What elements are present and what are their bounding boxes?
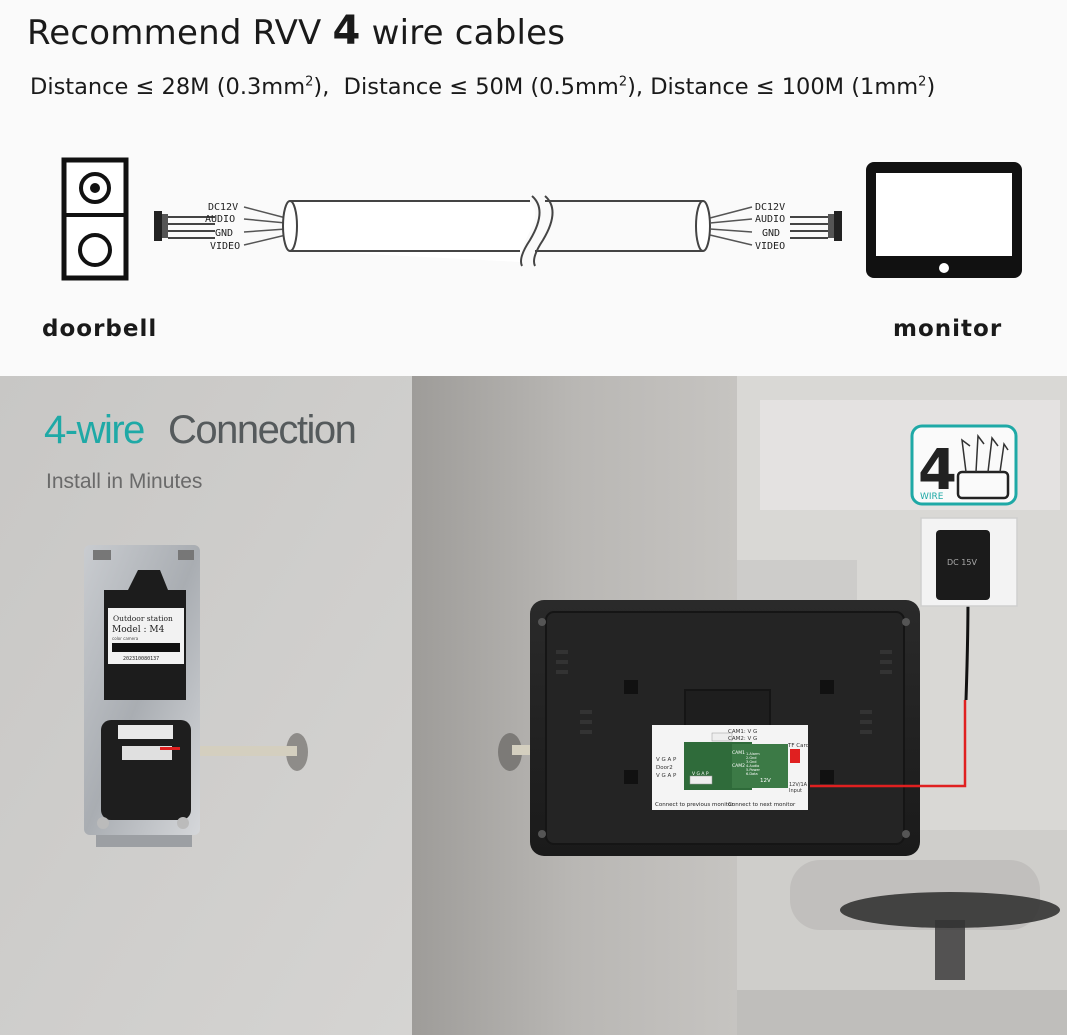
headline-main: Connection bbox=[168, 408, 357, 452]
distance-specs: Distance ≤ 28M (0.3mm2), Distance ≤ 50M … bbox=[30, 74, 936, 100]
doorbell-caption: doorbell bbox=[42, 316, 158, 342]
power-outlet: DC 15V bbox=[920, 517, 1018, 607]
title-number: 4 bbox=[332, 8, 361, 54]
connection-board: CAM1: V G CAM2: V G CAM1 TF Card V G A P… bbox=[652, 725, 809, 810]
title-suffix: wire cables bbox=[371, 13, 566, 53]
wire-label-right-2: GND bbox=[762, 228, 780, 239]
board-cam2-port: CAM2 bbox=[732, 763, 745, 769]
board-next-monitor: Connect to next monitor bbox=[728, 802, 796, 808]
wire-label-right-0: DC12V bbox=[755, 202, 785, 213]
board-power-12v: 12V bbox=[760, 778, 771, 784]
monitor-caption: monitor bbox=[893, 316, 1003, 342]
wire-label-right-3: VIDEO bbox=[755, 241, 785, 252]
doorbell-back-plate bbox=[84, 545, 200, 847]
right-wall-hole bbox=[498, 733, 522, 771]
distance-spec-2: Distance ≤ 50M (0.5mm2) bbox=[343, 74, 636, 100]
barcode bbox=[112, 643, 180, 652]
installation-scene: Outdoor station Model : M4 color camera … bbox=[0, 376, 1067, 1035]
right-connector-icon bbox=[790, 211, 842, 241]
sticker-line-2: Model : M4 bbox=[112, 625, 165, 635]
doorbell-icon bbox=[61, 157, 129, 281]
wiring-diagram: DC12V AUDIO GND VIDEO DC12V AUDIO GND VI… bbox=[61, 157, 1022, 281]
board-tf-card: TF Card bbox=[787, 743, 809, 749]
installation-photo: Outdoor station Model : M4 color camera … bbox=[0, 376, 1067, 1035]
distance-spec-3: Distance ≤ 100M (1mm2) bbox=[650, 74, 936, 100]
badge-text: WIRE bbox=[920, 492, 944, 502]
wire-label-left-1: AUDIO bbox=[205, 214, 235, 225]
title-prefix: Recommend RVV bbox=[27, 13, 322, 53]
left-wire-fan bbox=[243, 206, 287, 246]
coffee-table bbox=[840, 892, 1060, 928]
badge-number: 4 bbox=[918, 438, 957, 503]
wire-label-right-1: AUDIO bbox=[755, 214, 785, 225]
distance-spec-1: Distance ≤ 28M (0.3mm2) bbox=[30, 74, 323, 100]
cable-icon bbox=[282, 195, 711, 267]
wire-label-left-0: DC12V bbox=[208, 202, 238, 213]
board-mid-pins: V G A P bbox=[692, 771, 709, 777]
cable-diagram-panel: Recommend RVV 4 wire cables Distance ≤ 2… bbox=[0, 0, 1067, 376]
wire-label-left-2: GND bbox=[215, 228, 233, 239]
monitor-icon bbox=[866, 162, 1022, 278]
board-cam1: CAM1: V G bbox=[728, 729, 757, 735]
board-cam1-port: CAM1 bbox=[732, 750, 745, 756]
sticker-serial: 202310080137 bbox=[123, 656, 159, 662]
board-prev-monitor: Connect to previous monitor bbox=[655, 802, 734, 808]
left-connector-icon bbox=[154, 211, 215, 241]
wire-strands-icon bbox=[961, 433, 1009, 473]
board-cam2: CAM2: V G bbox=[728, 736, 757, 742]
cable-left bbox=[175, 746, 297, 756]
sticker-line-3: color camera bbox=[112, 636, 139, 641]
wire-label-left-3: VIDEO bbox=[210, 241, 240, 252]
board-left-pins: V G A P bbox=[656, 757, 677, 763]
sticker-line-1: Outdoor station bbox=[113, 614, 173, 623]
adapter-text: DC 15V bbox=[947, 558, 977, 567]
board-door2-pins: V G A P bbox=[656, 773, 677, 779]
page-title: Recommend RVV 4 wire cables bbox=[27, 8, 565, 54]
board-door2: Door2 bbox=[656, 765, 673, 771]
right-wire-fan bbox=[709, 206, 753, 246]
subheadline: Install in Minutes bbox=[46, 470, 203, 493]
power-wire bbox=[810, 700, 967, 788]
four-wire-badge: 4 WIRE bbox=[910, 424, 1018, 506]
doorbell-sticker: Outdoor station Model : M4 color camera … bbox=[108, 608, 184, 664]
headline-accent: 4-wire bbox=[44, 408, 145, 452]
left-wall bbox=[0, 376, 412, 1035]
